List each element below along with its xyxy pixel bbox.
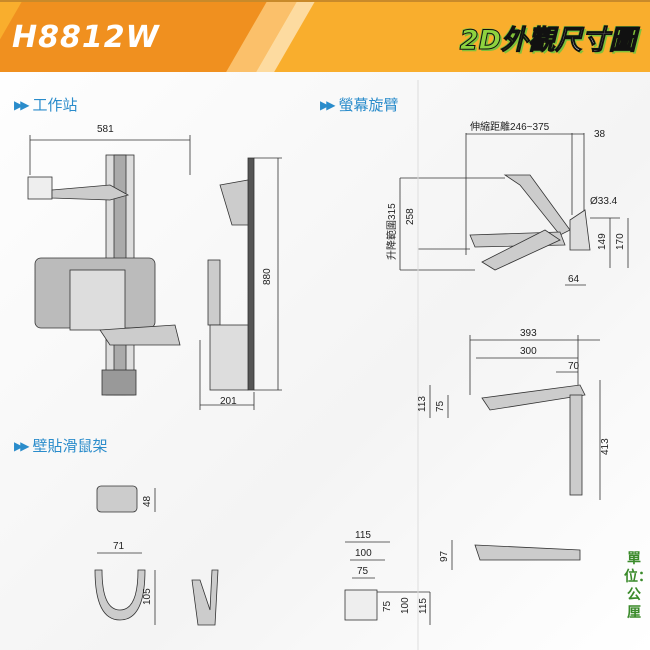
section-workstation: ▶▶工作站 — [14, 96, 78, 114]
dim-top-413: 413 — [600, 438, 611, 455]
dim-mouse-48: 48 — [142, 495, 153, 507]
dim-top-393: 393 — [520, 328, 537, 339]
dim-top-70: 70 — [568, 361, 580, 372]
dim-arm-170: 170 — [615, 233, 626, 250]
dim-vesa-75h: 75 — [382, 600, 393, 612]
double-arrow-icon: ▶▶ — [14, 438, 30, 453]
dim-top-75: 75 — [435, 400, 446, 412]
workstation-side-view — [199, 157, 282, 410]
arm-side-view — [399, 133, 629, 286]
model-number: H8812W — [12, 20, 160, 55]
dim-arm-258: 258 — [405, 208, 416, 225]
unit-label: 單位：公厘 — [624, 551, 650, 621]
dim-vesa-75w: 75 — [357, 566, 369, 577]
vesa-plate — [344, 541, 431, 625]
dim-vesa-100h: 100 — [400, 597, 411, 614]
section-monitor-arm: ▶▶螢幕旋臂 — [320, 96, 399, 114]
mouse-holder-drawings — [94, 485, 219, 626]
dim-mouse-105: 105 — [142, 588, 153, 605]
dim-mouse-71: 71 — [113, 541, 125, 552]
dim-ws-width: 581 — [97, 124, 114, 135]
dim-vesa-100w: 100 — [355, 548, 372, 559]
header-banner: H8812W 2D外觀尺寸圖 — [0, 0, 650, 72]
double-arrow-icon: ▶▶ — [14, 97, 30, 112]
dim-ws-height: 880 — [262, 268, 273, 285]
arm-top-view — [429, 335, 601, 500]
arm-collapsed-view — [451, 540, 581, 570]
double-arrow-icon: ▶▶ — [320, 97, 336, 112]
dim-arm-64: 64 — [568, 274, 580, 285]
dim-side-97: 97 — [439, 550, 450, 562]
dim-vesa-115w: 115 — [355, 530, 371, 541]
page-title: 2D外觀尺寸圖 — [459, 25, 636, 57]
dim-arm-38: 38 — [594, 129, 606, 140]
dim-arm-pole: Ø33.4 — [590, 196, 618, 207]
dim-top-300: 300 — [520, 346, 537, 357]
dim-vesa-115h: 115 — [418, 598, 429, 614]
dim-arm-lift: 升降範圍315 — [385, 203, 398, 260]
dim-ws-depth: 201 — [220, 396, 237, 407]
dim-top-113: 113 — [417, 396, 428, 412]
workstation-front-view — [27, 135, 191, 396]
dim-arm-reach: 伸縮距離246~375 — [470, 120, 550, 133]
section-mouse-holder: ▶▶壁貼滑鼠架 — [14, 437, 108, 455]
dim-arm-149: 149 — [597, 233, 608, 250]
